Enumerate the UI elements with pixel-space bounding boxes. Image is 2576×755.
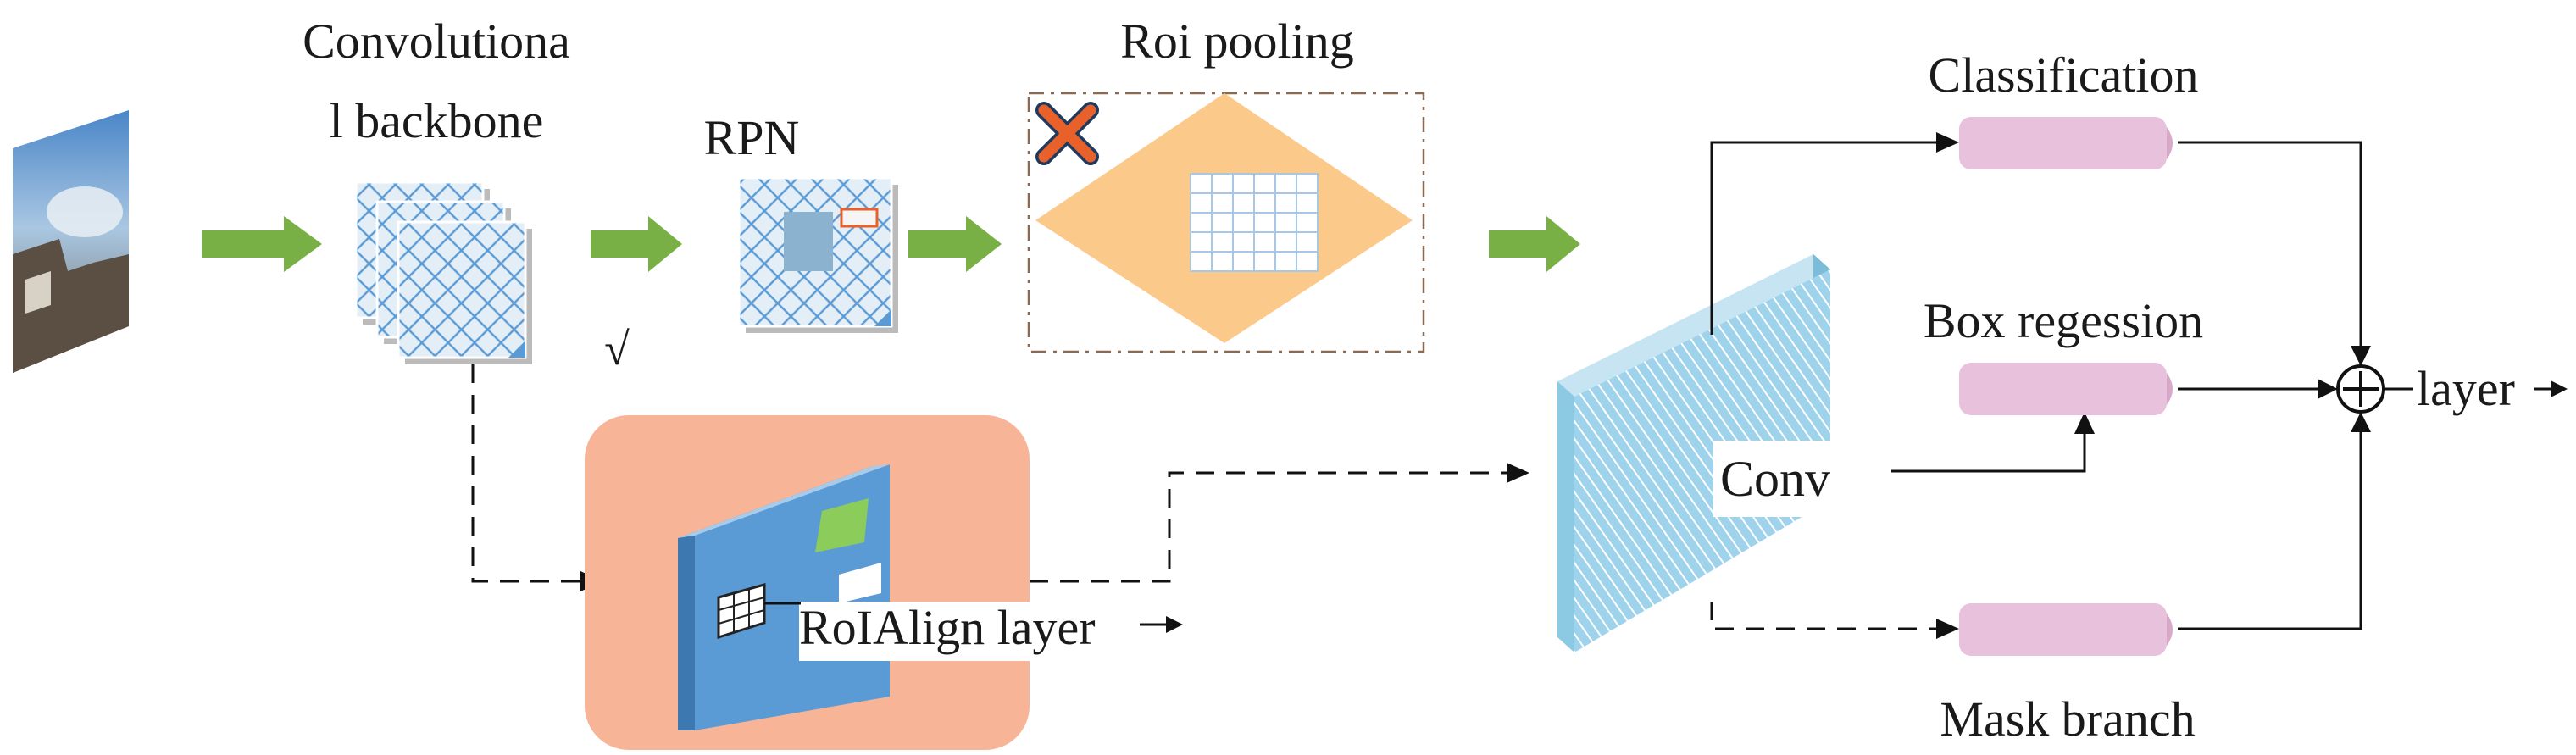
check-mark: √ [604,324,630,375]
box-regression-label: Box regession [1924,293,2203,348]
conv-to-box-connector [1891,412,2095,473]
backbone-title-line2: l backbone [330,93,544,148]
roialign-out-arrow [1140,616,1183,633]
backbone-feature-maps [354,180,532,364]
flow-arrow-1 [202,216,322,272]
conv-block [1557,254,1830,652]
cross-icon [1035,102,1099,165]
output-arrow [2534,380,2568,397]
flow-arrow-2 [591,216,682,272]
mask-to-sum-connector [2178,412,2371,630]
backbone-title-line1: Convolutiona [303,14,570,69]
classification-head [1959,117,2173,169]
rpn-label: RPN [704,110,800,165]
conv-label: Conv [1720,451,1830,507]
box-regression-head [1959,363,2173,415]
classification-to-sum-connector [2178,141,2371,366]
box-to-sum-connector [2178,379,2338,399]
roialign-block [585,415,1030,750]
conv-to-mask-connector [1710,602,1959,639]
mask-branch-head [1959,603,2173,656]
conv-to-classification-connector [1710,132,1959,335]
output-layer-label: layer [2417,361,2515,416]
classification-label: Classification [1929,47,2199,103]
flow-arrow-3 [908,216,1002,272]
mask-branch-label: Mask branch [1940,691,2195,747]
rpn-feature-map [737,176,898,333]
roi-pooling-box [1027,92,1425,353]
flow-arrow-4 [1489,216,1580,272]
roialign-to-conv-connector [1030,463,1530,583]
backbone-to-roialign-connector [471,364,603,591]
roialign-label: RoIAlign layer [799,600,1096,655]
roi-pooling-title: Roi pooling [1120,14,1354,69]
circled-plus-icon [2336,364,2385,414]
input-photo-icon [13,110,129,373]
roi-pooling-grid [1190,173,1319,272]
